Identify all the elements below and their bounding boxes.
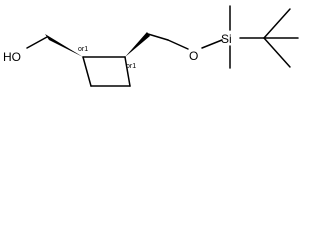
stereo-label-left: or1	[78, 46, 88, 53]
bond-ch2-o	[167, 39, 189, 50]
silicon-label: Si	[221, 32, 232, 46]
bond-tbu-methyl-lower	[263, 37, 291, 68]
bond-ho-ch2	[26, 36, 48, 49]
ether-oxygen-label: O	[189, 49, 198, 63]
hydroxyl-label: HO	[3, 50, 21, 64]
chemical-structure: HO O Si or1 or1	[3, 5, 299, 87]
bond-ring-right	[124, 56, 131, 87]
wedge-bond-left	[45, 34, 83, 57]
bond-wedge-ch2-right	[147, 33, 169, 41]
bond-tbu-methyl-upper	[263, 8, 291, 39]
stereo-label-right: or1	[126, 63, 136, 70]
wedge-bond-right	[125, 32, 150, 57]
bond-o-si	[201, 39, 223, 49]
bond-ring-left	[82, 56, 92, 87]
